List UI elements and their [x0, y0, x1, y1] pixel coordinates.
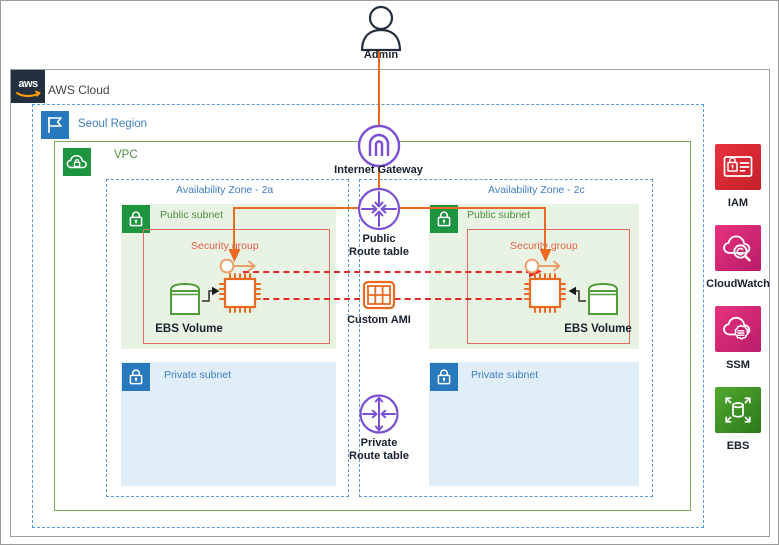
private-subnet-2c-label: Private subnet [471, 369, 539, 381]
svg-text:aws: aws [18, 78, 38, 90]
ec2-instance-icon [217, 257, 265, 313]
internet-gateway-label: Internet Gateway [334, 164, 423, 176]
flow-admin-to-igw [378, 51, 381, 137]
ebs-service-label: EBS [726, 440, 750, 452]
private-subnet-lock-icon [122, 363, 150, 391]
flow-dashed-upper [243, 271, 532, 273]
private-subnet-2c [429, 362, 639, 486]
private-subnet-lock-icon [430, 363, 458, 391]
security-group-2a-label: Security group [191, 240, 259, 252]
arrowhead-instance-2c [538, 249, 553, 263]
availability-zone-2a-label: Availability Zone - 2a [176, 184, 274, 196]
ebs-icon[interactable] [715, 387, 761, 433]
flow-igw-to-route-table [378, 166, 381, 201]
internet-gateway-icon [356, 123, 402, 169]
cloudwatch-icon[interactable] [715, 225, 761, 271]
security-group-2a [143, 229, 330, 344]
public-subnet-lock-icon [122, 205, 150, 233]
iam-icon[interactable] [715, 144, 761, 190]
region-label: Seoul Region [78, 118, 148, 130]
flow-branch-to-instance-2a [233, 207, 236, 255]
private-route-table-icon [358, 393, 400, 435]
ebs-volume-icon [167, 282, 203, 316]
ebs-volume-2c-label: EBS Volume [564, 323, 632, 335]
ebs-volume-2a-label: EBS Volume [155, 323, 223, 335]
ebs-attach-connector-2a [201, 284, 223, 306]
aws-logo: aws [11, 70, 45, 103]
public-subnet-2c-label: Public subnet [467, 209, 531, 221]
security-group-2c [467, 229, 630, 344]
custom-ami-icon [362, 278, 396, 312]
ebs-volume-icon [585, 282, 621, 316]
admin-user-icon [353, 5, 409, 52]
iam-label: IAM [727, 197, 749, 209]
vpc-label: VPC [114, 149, 138, 161]
ssm-icon[interactable] [715, 306, 761, 352]
flow-branch-to-instance-2c [544, 207, 547, 255]
arrowhead-instance-2a [227, 249, 242, 263]
security-group-2c-label: Security group [510, 240, 578, 252]
ebs-attach-connector-2c [565, 284, 587, 306]
cloudwatch-label: CloudWatch [706, 278, 770, 290]
vpc-cloud-lock-icon [63, 148, 91, 176]
availability-zone-2c-label: Availability Zone - 2c [488, 184, 585, 196]
public-subnet-lock-icon [430, 205, 458, 233]
aws-cloud-label: AWS Cloud [48, 83, 110, 97]
admin-label: Admin [363, 49, 399, 61]
private-subnet-2a-label: Private subnet [164, 369, 232, 381]
ssm-label: SSM [726, 359, 750, 371]
region-flag-icon [41, 111, 69, 139]
public-subnet-2a-label: Public subnet [160, 209, 224, 221]
ec2-instance-icon [522, 257, 570, 313]
custom-ami-label: Custom AMI [347, 314, 411, 326]
public-subnet-2a [121, 204, 336, 349]
private-subnet-2a [121, 362, 336, 486]
public-route-table-icon [356, 186, 402, 232]
